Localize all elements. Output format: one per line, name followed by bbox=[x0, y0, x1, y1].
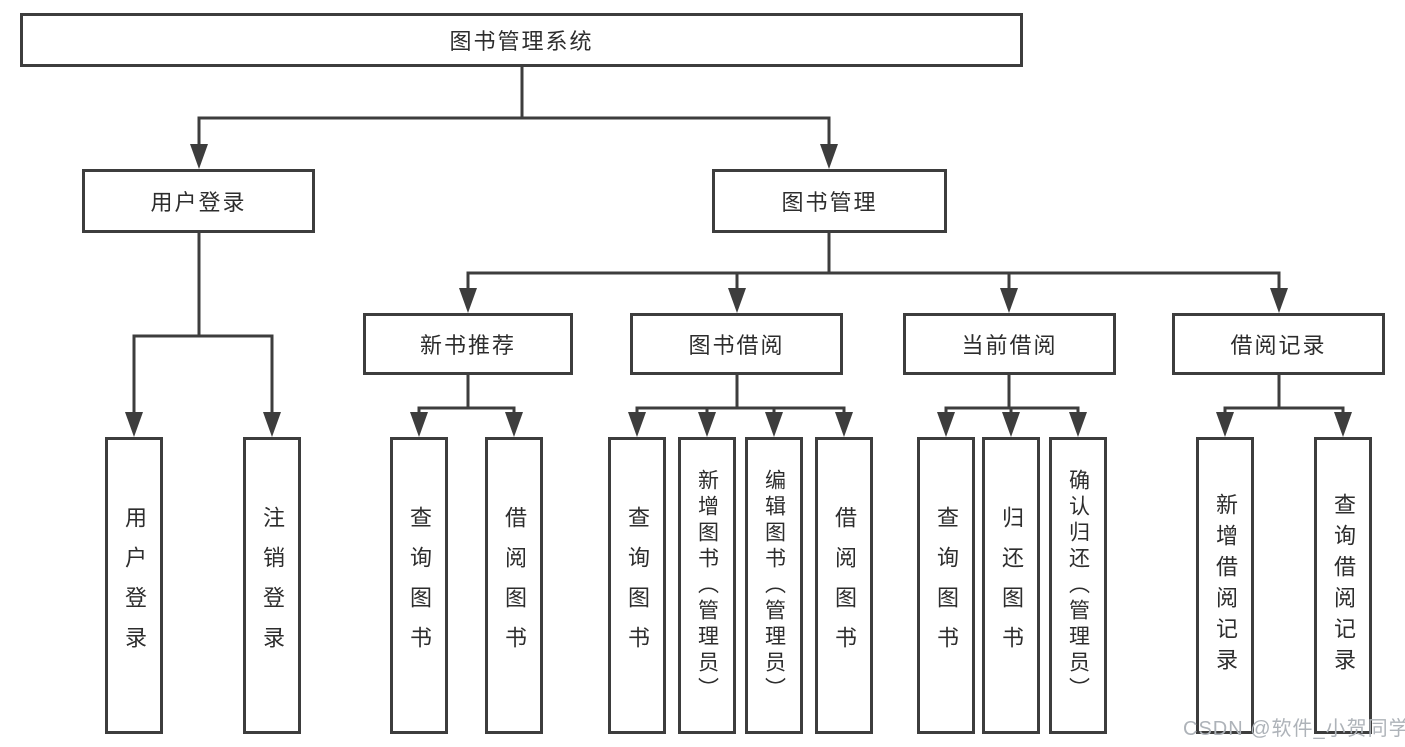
node-borrow-records-label: 借阅记录 bbox=[1230, 333, 1327, 358]
branch-book-management bbox=[459, 233, 1288, 313]
leaf-user-login-label: 用户登录 bbox=[122, 505, 147, 666]
node-root: 图书管理系统 bbox=[20, 13, 1023, 67]
leaf-return-books: 归还图书 bbox=[982, 437, 1040, 734]
branch-book-borrow bbox=[628, 375, 853, 437]
node-new-book-recommend: 新书推荐 bbox=[363, 313, 573, 375]
node-book-management: 图书管理 bbox=[712, 169, 947, 233]
leaf-user-login: 用户登录 bbox=[105, 437, 163, 734]
watermark-text: CSDN @软件_小贺同学 bbox=[1183, 718, 1405, 740]
leaf-edit-books-admin: 编辑图书（管理员） bbox=[745, 437, 803, 734]
node-book-borrow: 图书借阅 bbox=[630, 313, 843, 375]
leaf-add-borrow-record-label: 新增借阅记录 bbox=[1213, 492, 1238, 679]
leaf-logout-label: 注销登录 bbox=[260, 505, 285, 666]
branch-root bbox=[190, 67, 838, 169]
leaf-logout: 注销登录 bbox=[243, 437, 301, 734]
branch-user-login bbox=[125, 233, 281, 437]
leaf-add-books-admin: 新增图书（管理员） bbox=[678, 437, 736, 734]
leaf-confirm-return-admin-label: 确认归还（管理员） bbox=[1066, 468, 1090, 703]
leaf-borrow-query-books-label: 查询图书 bbox=[625, 505, 650, 666]
leaf-recommend-borrow-books: 借阅图书 bbox=[485, 437, 543, 734]
node-root-label: 图书管理系统 bbox=[449, 29, 594, 54]
leaf-confirm-return-admin: 确认归还（管理员） bbox=[1049, 437, 1107, 734]
leaf-query-borrow-record-label: 查询借阅记录 bbox=[1331, 492, 1356, 679]
node-borrow-records: 借阅记录 bbox=[1172, 313, 1385, 375]
leaf-current-query-books-label: 查询图书 bbox=[934, 505, 959, 666]
leaf-add-borrow-record: 新增借阅记录 bbox=[1196, 437, 1254, 734]
node-book-management-label: 图书管理 bbox=[781, 190, 878, 215]
leaf-query-borrow-record: 查询借阅记录 bbox=[1314, 437, 1372, 734]
leaf-add-books-admin-label: 新增图书（管理员） bbox=[695, 468, 719, 703]
leaf-recommend-query-books: 查询图书 bbox=[390, 437, 448, 734]
leaf-return-books-label: 归还图书 bbox=[999, 505, 1024, 666]
node-current-borrow: 当前借阅 bbox=[903, 313, 1116, 375]
leaf-borrow-query-books: 查询图书 bbox=[608, 437, 666, 734]
branch-new-book-recommend bbox=[410, 375, 523, 437]
leaf-borrow-books: 借阅图书 bbox=[815, 437, 873, 734]
leaf-current-query-books: 查询图书 bbox=[917, 437, 975, 734]
node-user-login: 用户登录 bbox=[82, 169, 315, 233]
branch-current-borrow bbox=[937, 375, 1087, 437]
node-new-book-recommend-label: 新书推荐 bbox=[419, 333, 516, 358]
node-user-login-label: 用户登录 bbox=[150, 190, 247, 215]
leaf-recommend-query-books-label: 查询图书 bbox=[407, 505, 432, 666]
node-book-borrow-label: 图书借阅 bbox=[688, 333, 785, 358]
leaf-recommend-borrow-books-label: 借阅图书 bbox=[502, 505, 527, 666]
leaf-edit-books-admin-label: 编辑图书（管理员） bbox=[762, 468, 786, 703]
branch-borrow-records bbox=[1216, 375, 1352, 437]
node-current-borrow-label: 当前借阅 bbox=[961, 333, 1058, 358]
leaf-borrow-books-label: 借阅图书 bbox=[832, 505, 857, 666]
